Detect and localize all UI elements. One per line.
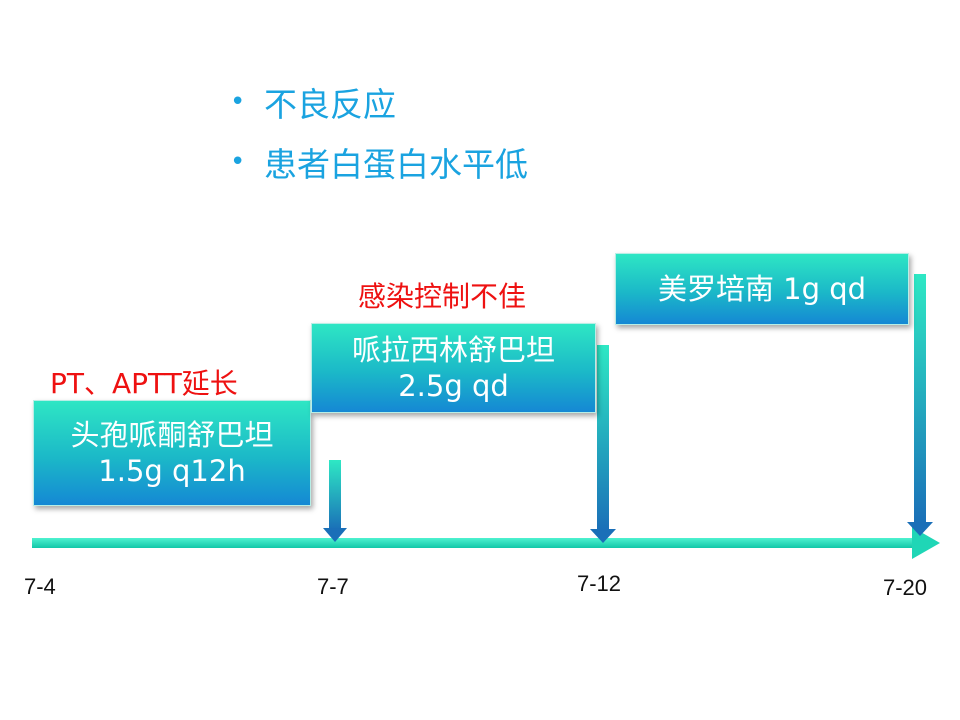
timeline-axis-arrowhead [912,527,940,559]
bullet-item-low-albumin: • 患者白蛋白水平低 [230,132,528,192]
timeline-axis [32,538,917,548]
down-arrow-7-12 [590,345,616,543]
down-arrow-7-7 [323,460,347,542]
note-infection-control: 感染控制不佳 [358,280,527,313]
drug-name: 哌拉西林舒巴坦 [351,333,555,367]
drug-dose: 2.5g qd [398,369,509,403]
drug-name: 美罗培南 1g qd [657,272,867,306]
date-label-7-4: 7-4 [24,574,56,599]
date-label-7-20: 7-20 [883,575,928,600]
drug-box-cefoperazone: 头孢哌酮舒巴坦 1.5g q12h [33,400,311,506]
bullet-list: • 不良反应 • 患者白蛋白水平低 [230,72,528,192]
drug-box-meropenem: 美罗培南 1g qd [615,253,909,325]
bullet-text: 不良反应 [264,85,396,124]
bullet-dot-icon: • [230,147,246,177]
note-pt-aptt: PT、APTT延长 [50,367,238,400]
drug-name: 头孢哌酮舒巴坦 [70,418,274,452]
bullet-text: 患者白蛋白水平低 [264,145,528,184]
drug-dose: 1.5g q12h [98,454,246,488]
bullet-dot-icon: • [230,87,246,117]
down-arrow-7-20 [907,274,933,536]
drug-box-piperacillin: 哌拉西林舒巴坦 2.5g qd [311,323,596,413]
date-label-7-7: 7-7 [317,574,349,599]
date-label-7-12: 7-12 [577,571,622,596]
bullet-item-adverse-reaction: • 不良反应 [230,72,528,132]
